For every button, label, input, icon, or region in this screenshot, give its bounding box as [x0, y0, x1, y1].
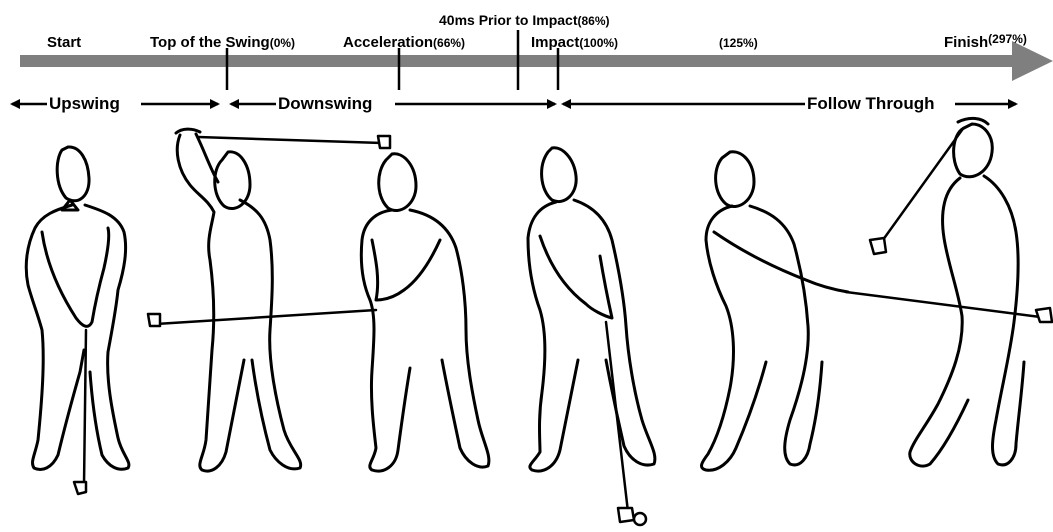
event-top-of-swing-text: Top of the Swing [150, 34, 270, 51]
event-label-finish: Finish(297%) [944, 34, 1027, 52]
event-label-acceleration: Acceleration(66%) [343, 34, 465, 52]
event-40ms-prior-text: 40ms Prior to Impact [439, 12, 578, 28]
golfer-impact-pose [528, 148, 655, 525]
event-top-of-swing-pct: (0%) [270, 36, 295, 50]
phase-downswing: Downswing [277, 94, 373, 114]
golfer-acceleration-pose [148, 154, 489, 471]
event-acceleration-pct: (66%) [433, 36, 465, 50]
event-impact-text: Impact [531, 34, 579, 51]
golfer-finish-pose [870, 118, 1024, 466]
golfer-start-pose [26, 147, 129, 494]
event-label-impact: Impact(100%) [531, 34, 618, 52]
event-finish-pct: (297%) [988, 32, 1027, 46]
phase-upswing: Upswing [48, 94, 121, 114]
event-start-text: Start [47, 34, 81, 51]
phase-follow-through: Follow Through [806, 94, 935, 114]
event-125-pct: (125%) [719, 36, 758, 50]
golfer-follow-through-pose [702, 152, 1052, 470]
event-finish-text: Finish [944, 34, 988, 51]
event-label-start: Start [47, 34, 81, 51]
event-label-125: (125%) [719, 34, 758, 52]
event-impact-pct: (100%) [579, 36, 618, 50]
event-40ms-prior-pct: (86%) [578, 14, 610, 28]
event-acceleration-text: Acceleration [343, 34, 433, 51]
event-label-40ms-prior: 40ms Prior to Impact(86%) [439, 12, 610, 30]
golf-ball [634, 513, 646, 525]
event-label-top-of-swing: Top of the Swing(0%) [150, 34, 295, 52]
golfer-top-of-swing-pose [176, 129, 390, 471]
